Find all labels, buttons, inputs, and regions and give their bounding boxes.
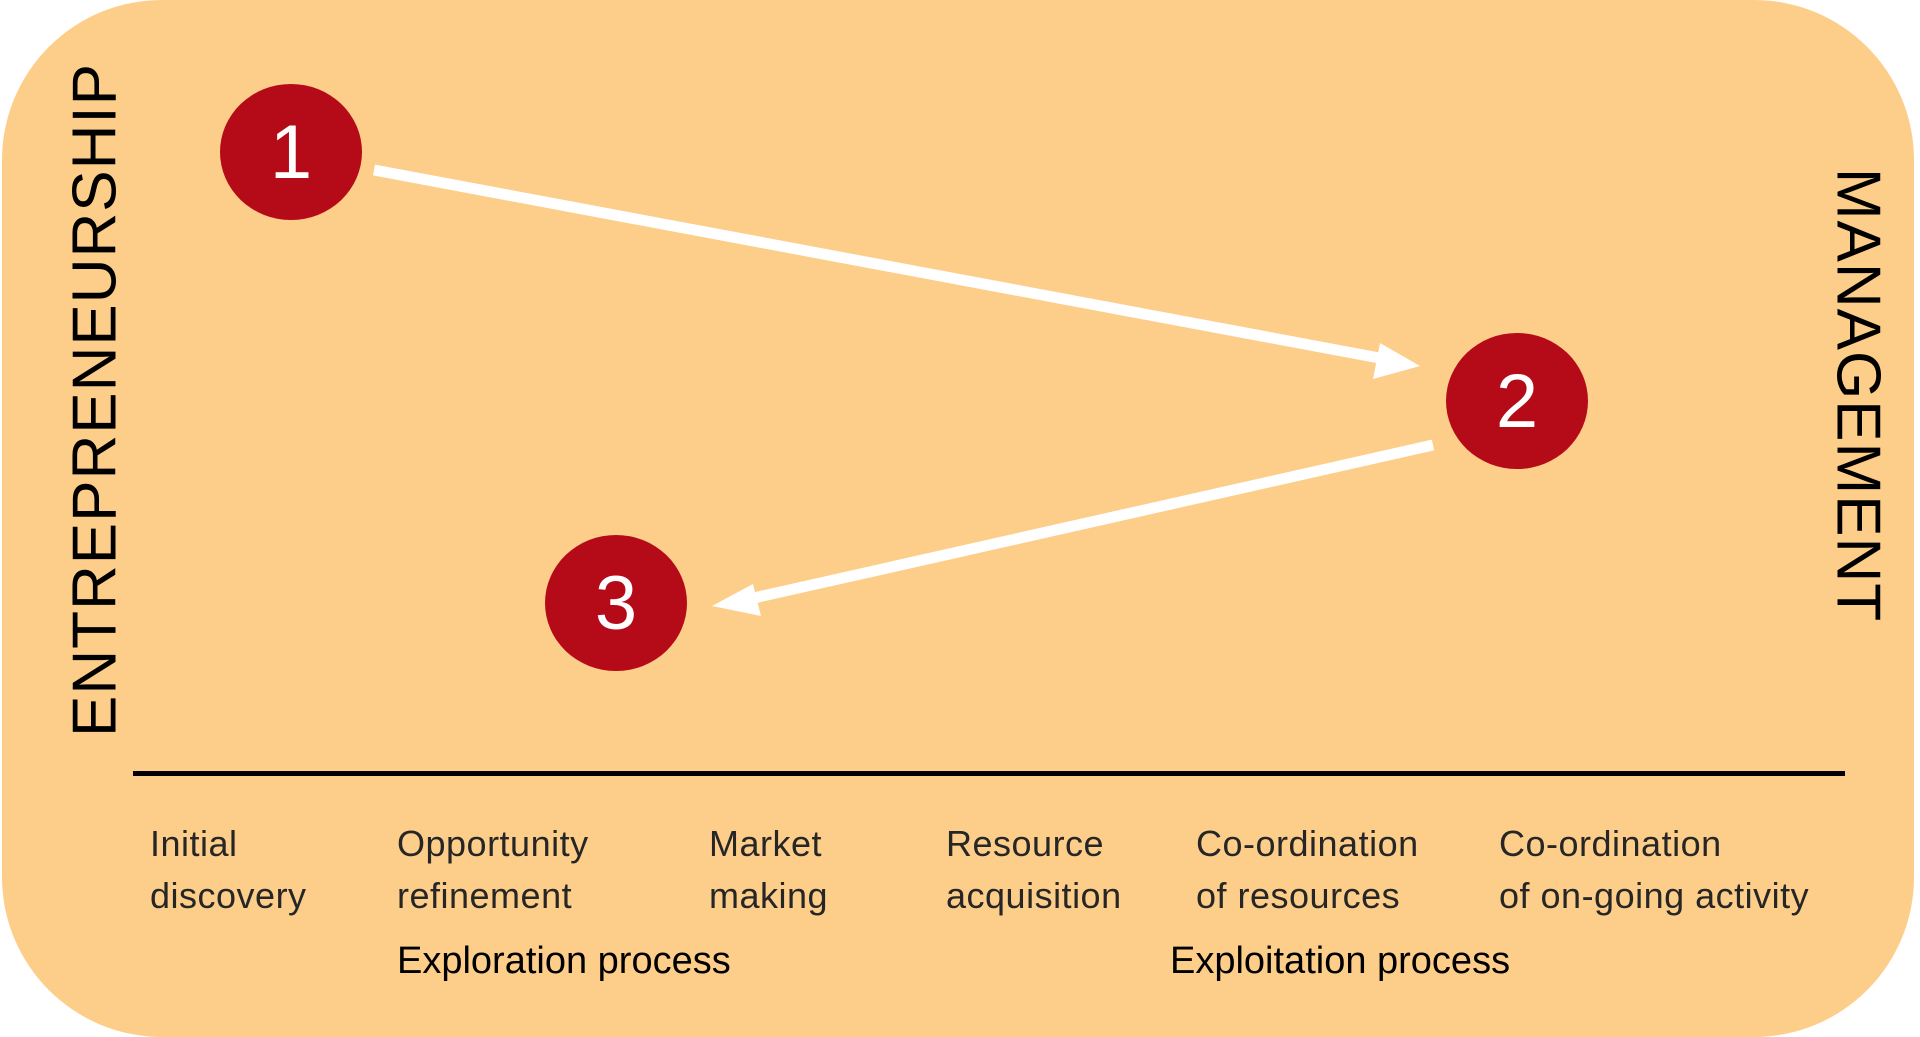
stage-line: acquisition (946, 875, 1122, 916)
step-node-3: 3 (545, 535, 687, 671)
stage-line: Co-ordination (1196, 823, 1419, 864)
stage-line: refinement (397, 875, 573, 916)
process-axis-line (133, 771, 1845, 776)
step-node-1: 1 (220, 84, 362, 220)
stage-coordination-of-resources: Co-ordination of resources (1196, 818, 1419, 922)
arrow-2-to-3-head (712, 584, 761, 616)
arrow-2-to-3-shaft (743, 439, 1435, 606)
arrow-2-to-3 (712, 439, 1435, 616)
exploitation-process-label: Exploitation process (1170, 940, 1511, 982)
stage-line: Resource (946, 823, 1105, 864)
stage-line: making (709, 875, 829, 916)
stage-resource-acquisition: Resource acquisition (946, 818, 1122, 922)
stage-coordination-of-ongoing-activity: Co-ordination of on-going activity (1499, 818, 1809, 922)
stage-initial-discovery: Initial discovery (150, 818, 307, 922)
stage-line: Initial (150, 823, 238, 864)
arrow-1-to-2-head (1373, 343, 1420, 379)
stage-line: Opportunity (397, 823, 589, 864)
entrepreneurship-axis-label: ENTREPRENEURSHIP (60, 63, 130, 737)
arrow-1-to-2-shaft (372, 164, 1392, 366)
stage-line: Co-ordination (1499, 823, 1722, 864)
stage-market-making: Market making (709, 818, 828, 922)
stage-line: Market (709, 823, 823, 864)
arrow-1-to-2 (372, 164, 1420, 379)
management-axis-label: MANAGEMENT (1823, 167, 1893, 623)
stage-opportunity-refinement: Opportunity refinement (397, 818, 589, 922)
step-node-2: 2 (1446, 333, 1588, 469)
stage-line: of resources (1196, 875, 1401, 916)
stage-line: of on-going activity (1499, 875, 1810, 916)
exploration-process-label: Exploration process (397, 940, 731, 982)
stage-line: discovery (150, 875, 307, 916)
